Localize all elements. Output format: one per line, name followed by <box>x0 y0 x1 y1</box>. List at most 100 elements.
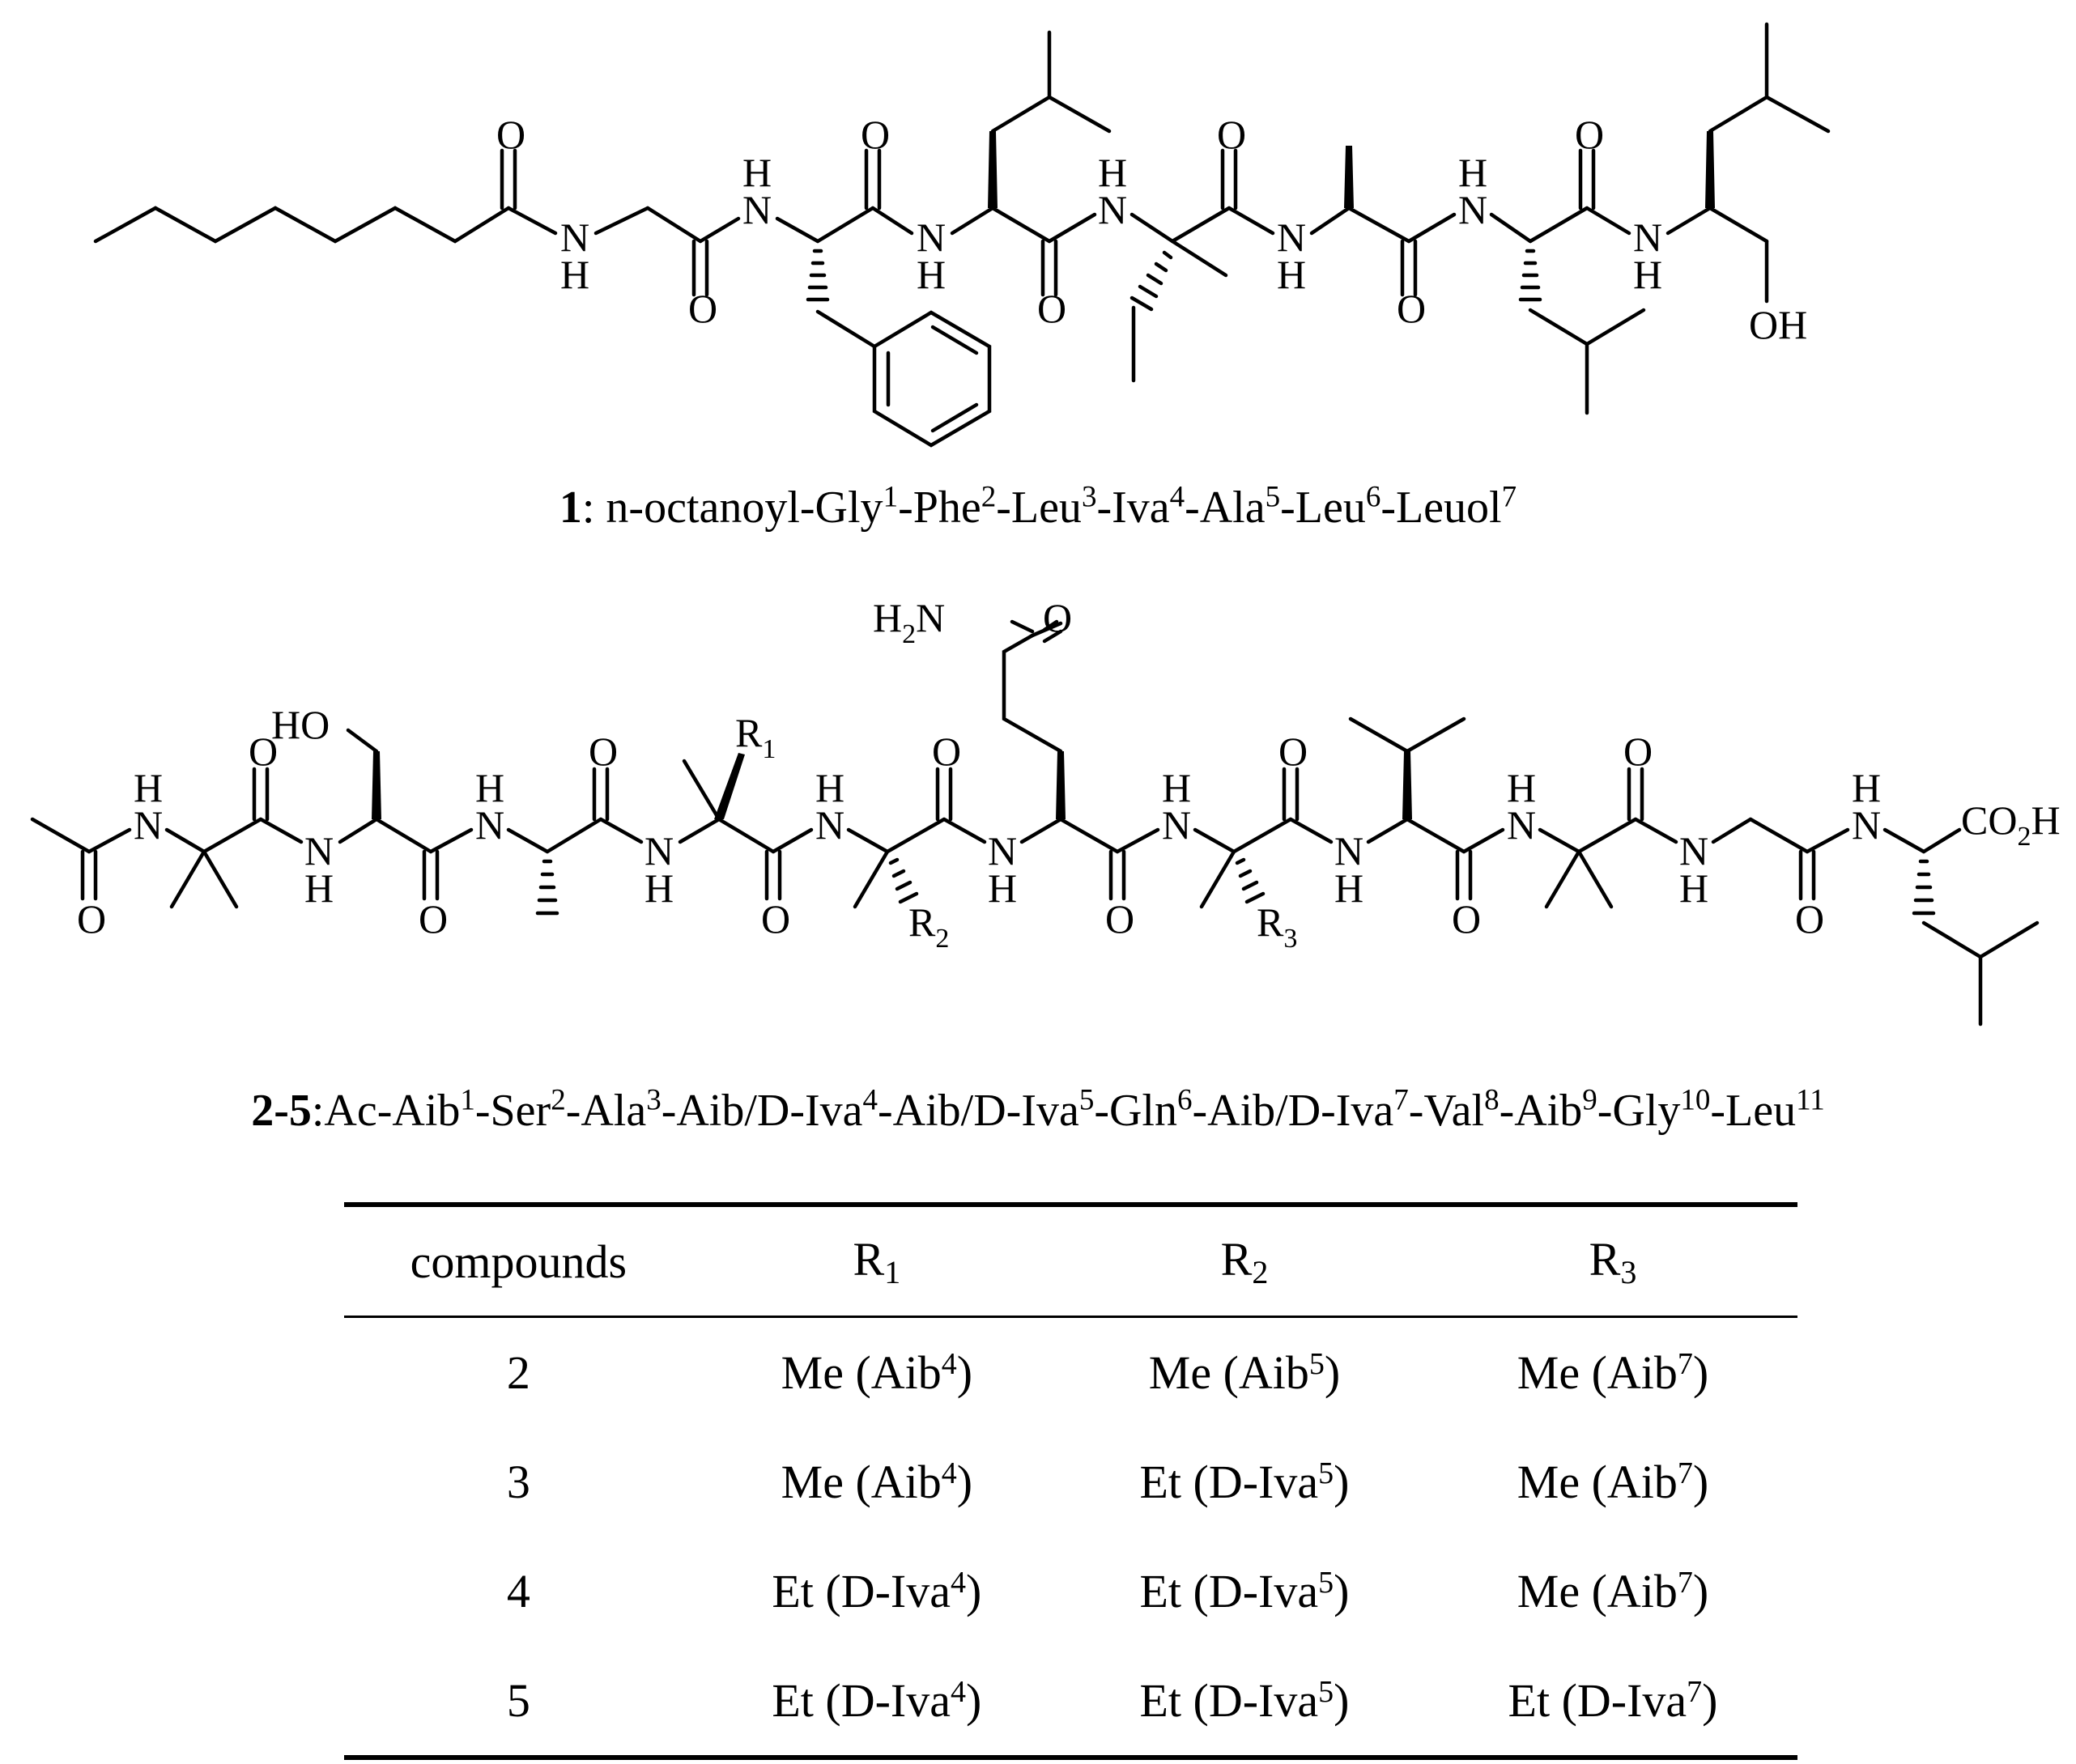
residue-name: : n-octanoyl-Gly <box>581 482 883 533</box>
cell-text-tail: ) <box>1702 1674 1718 1727</box>
atom-O: O <box>761 896 790 942</box>
r3-label: R3 <box>1257 899 1297 954</box>
cell-superscript: 5 <box>1318 1456 1334 1490</box>
atom-N: N <box>134 802 163 848</box>
carboxylic-acid-label: CO2H <box>1961 797 2061 852</box>
cell-text-tail: ) <box>1334 1674 1350 1727</box>
cell-text: Et (D-Iva <box>1139 1565 1319 1617</box>
cell-text-tail: ) <box>1692 1346 1709 1399</box>
atom-N: N <box>304 828 334 873</box>
atom-H: H <box>1098 150 1127 195</box>
cell-superscript: 7 <box>1677 1566 1693 1600</box>
atom-N: N <box>1633 215 1662 260</box>
cell-text-tail: ) <box>1334 1565 1350 1617</box>
residue-position: 4 <box>1169 480 1185 514</box>
cell-text-tail: ) <box>1692 1456 1709 1508</box>
residue-name: -Leu <box>1280 482 1366 533</box>
substituent-cell: Me (Aib7) <box>1428 1427 1797 1537</box>
residue-name: :Ac-Aib <box>311 1086 461 1136</box>
atom-H: H <box>988 865 1017 911</box>
substituent-cell: Me (Aib7) <box>1428 1537 1797 1646</box>
atom-O: O <box>1575 112 1604 157</box>
atom-O: O <box>1397 286 1426 331</box>
cell-text: Me (Aib <box>1517 1565 1678 1617</box>
atom-H: H <box>742 150 772 195</box>
compound-1-structure: O N H O H N O N H O H N O N H O H N O N … <box>93 22 1831 448</box>
atom-O: O <box>1043 595 1072 640</box>
residue-name: -Leuol <box>1380 482 1502 533</box>
atom-N: N <box>1507 802 1536 848</box>
atom-O: O <box>932 729 961 774</box>
r1-wedge <box>714 753 745 819</box>
phe-hashed-wedge <box>806 249 830 302</box>
atom-O: O <box>249 729 278 774</box>
cell-superscript: 5 <box>1308 1347 1325 1381</box>
atom-HO: HO <box>271 702 330 747</box>
column-header-label: compounds <box>410 1235 627 1288</box>
ala5-wedge <box>1344 146 1354 208</box>
residue-position: 2 <box>981 480 997 514</box>
residue-name: -Phe <box>898 482 981 533</box>
atom-H: H <box>1633 252 1662 297</box>
atom-H: H <box>1458 150 1487 195</box>
residue-position: 1 <box>883 480 899 514</box>
residue-name: -Aib/D-Iva <box>878 1086 1079 1136</box>
atom-N: N <box>1458 187 1487 232</box>
cell-text: 2 <box>506 1346 530 1399</box>
cell-text: Et (D-Iva <box>772 1674 951 1727</box>
atom-O: O <box>1217 112 1246 157</box>
residue-name: -Leu <box>1710 1086 1797 1136</box>
substituent-cell: Et (D-Iva5) <box>1061 1537 1428 1646</box>
atom-H: H <box>560 252 589 297</box>
residue-position: 1 <box>460 1083 475 1117</box>
amide-H2N: H2N <box>873 595 945 649</box>
atom-H: H <box>917 252 946 297</box>
cell-text-tail: ) <box>966 1674 982 1727</box>
substituent-cell: Et (D-Iva5) <box>1061 1427 1428 1537</box>
atom-H: H <box>1852 765 1881 810</box>
cell-text: 3 <box>506 1456 530 1508</box>
atom-H: H <box>134 765 163 810</box>
atom-O: O <box>688 286 717 331</box>
atom-N: N <box>1098 187 1127 232</box>
residue-position: 3 <box>646 1083 662 1117</box>
cell-superscript: 7 <box>1687 1675 1703 1709</box>
residue-name: -Ser <box>474 1086 551 1136</box>
cell-superscript: 5 <box>1318 1566 1334 1600</box>
compounds-2-5-structure: O H N O N H HO O H N O N H R1 O H N R2 O… <box>30 595 2061 1027</box>
cell-superscript: 7 <box>1677 1347 1693 1381</box>
residue-position: 6 <box>1176 1083 1193 1117</box>
cell-text-tail: ) <box>1692 1565 1709 1617</box>
residue-position: 3 <box>1081 480 1097 514</box>
cell-text-tail: ) <box>966 1565 982 1617</box>
cell-text: Et (D-Iva <box>1139 1674 1319 1727</box>
substituent-cell: Me (Aib4) <box>693 1317 1061 1428</box>
atom-O: O <box>1452 896 1481 942</box>
residue-name: -Gln <box>1094 1086 1177 1136</box>
cell-text: Et (D-Iva <box>1139 1456 1319 1508</box>
column-header-subscript: 3 <box>1620 1253 1637 1290</box>
atom-O: O <box>1037 286 1066 331</box>
substituent-cell: Me (Aib4) <box>693 1427 1061 1537</box>
compound-1-caption: 1: n-octanoyl-Gly1-Phe2-Leu3-Iva4-Ala5-L… <box>0 479 2076 536</box>
residue-position: 7 <box>1393 1083 1409 1117</box>
atom-N: N <box>1162 802 1191 848</box>
r2-label: R2 <box>908 899 949 954</box>
cell-superscript: 4 <box>941 1456 957 1490</box>
column-header: compounds <box>344 1202 693 1318</box>
r2-hashed-wedge <box>888 857 919 904</box>
r1-label: R1 <box>735 710 776 764</box>
cell-superscript: 7 <box>1677 1456 1693 1490</box>
leu11-hashed-wedge <box>1912 859 1936 916</box>
atom-N: N <box>475 802 504 848</box>
substituent-cell: Me (Aib7) <box>1428 1317 1797 1428</box>
cell-superscript: 4 <box>951 1566 966 1600</box>
residue-name: -Gly <box>1597 1086 1681 1136</box>
phenyl-ring <box>872 310 992 448</box>
octanoyl-chain <box>93 206 511 244</box>
cell-text: Me (Aib <box>781 1346 942 1399</box>
atom-N: N <box>560 215 589 260</box>
